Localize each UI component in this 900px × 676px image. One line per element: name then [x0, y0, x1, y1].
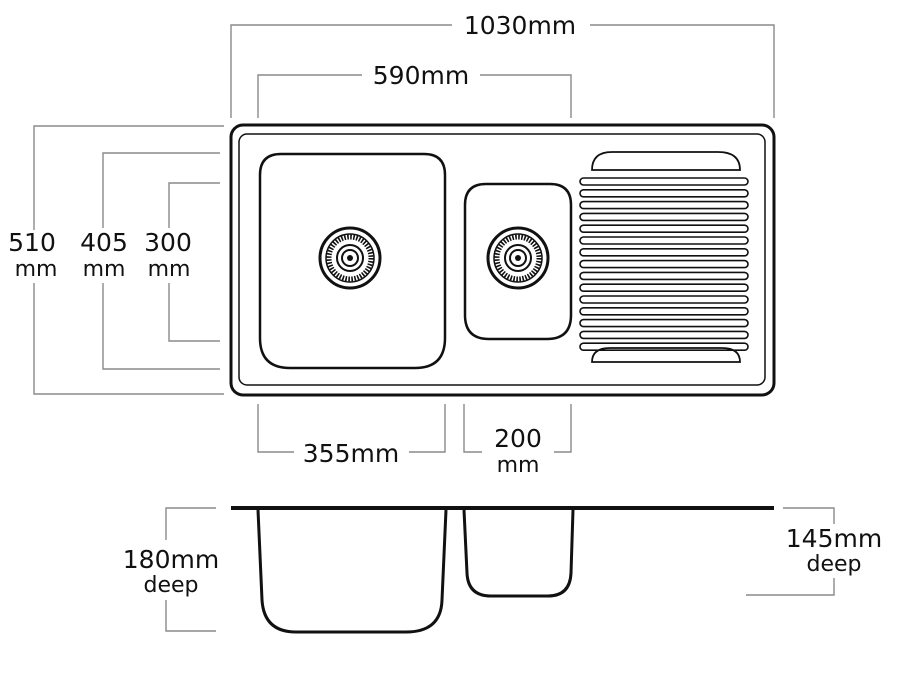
- drainer-ribs: [579, 151, 749, 363]
- dim-large-bowl-deep: 180mm deep: [123, 507, 219, 632]
- large-bowl-drain-icon: [318, 226, 382, 290]
- label-small-bowl-deep-suffix: deep: [807, 552, 862, 577]
- label-small-bowl-deep-value: 145mm: [786, 524, 882, 553]
- label-large-bowl-depth-value: 405: [80, 228, 128, 257]
- drainer-rib: [579, 318, 749, 328]
- dim-small-bowl-deep: 145mm deep: [746, 507, 882, 596]
- drainer-rib: [579, 212, 749, 222]
- side-view-large-bowl: [256, 509, 448, 634]
- label-small-bowl-depth-unit: mm: [148, 257, 191, 282]
- sink-inner-rim: [238, 133, 766, 386]
- dim-large-bowl-width: 355mm: [257, 404, 446, 468]
- drainer-rib: [579, 189, 749, 198]
- drainer-board: [579, 151, 749, 363]
- dim-small-bowl-width: 200 mm: [463, 404, 572, 478]
- side-view-small-bowl: [462, 509, 575, 598]
- dim-overall-depth: 510 mm: [8, 125, 224, 395]
- drainer-rib: [579, 177, 749, 186]
- label-large-bowl-deep-value: 180mm: [123, 545, 219, 574]
- drainer-rib: [579, 200, 749, 210]
- drainer-rib: [579, 283, 749, 293]
- label-small-bowl-width-value: 200: [494, 424, 542, 453]
- drainer-rib: [579, 295, 749, 304]
- drainer-rib: [579, 306, 749, 316]
- label-overall-depth-value: 510: [8, 228, 56, 257]
- dim-small-bowl-depth: 300 mm: [144, 182, 220, 342]
- drainer-rib: [579, 224, 749, 233]
- small-bowl-drain-icon: [486, 226, 550, 290]
- label-large-bowl-depth-unit: mm: [83, 257, 126, 282]
- small-bowl: [463, 182, 573, 341]
- label-overall-depth-unit: mm: [15, 257, 58, 282]
- dim-overall-width: 1030mm: [230, 11, 775, 118]
- drainer-rib: [579, 271, 749, 281]
- large-bowl: [258, 152, 447, 370]
- drainer-rib: [579, 259, 749, 269]
- label-small-bowl-depth-value: 300: [144, 228, 192, 257]
- label-small-bowl-width-unit: mm: [497, 453, 540, 478]
- drainer-rib: [579, 248, 749, 257]
- sink-top-view: [229, 123, 776, 397]
- drainer-top-cap: [591, 151, 741, 171]
- label-overall-width: 1030mm: [464, 11, 576, 40]
- drainer-rib: [579, 342, 749, 352]
- dim-bowls-width: 590mm: [257, 61, 572, 118]
- label-large-bowl-width: 355mm: [303, 439, 399, 468]
- drainer-rib: [579, 330, 749, 340]
- drainer-bottom-cap: [591, 347, 741, 363]
- dim-large-bowl-depth: 405 mm: [80, 152, 220, 370]
- drainer-rib: [579, 236, 749, 245]
- sink-outer-rim: [229, 123, 776, 397]
- label-large-bowl-deep-suffix: deep: [144, 573, 199, 598]
- sink-side-view: [231, 506, 774, 634]
- label-bowls-width: 590mm: [373, 61, 469, 90]
